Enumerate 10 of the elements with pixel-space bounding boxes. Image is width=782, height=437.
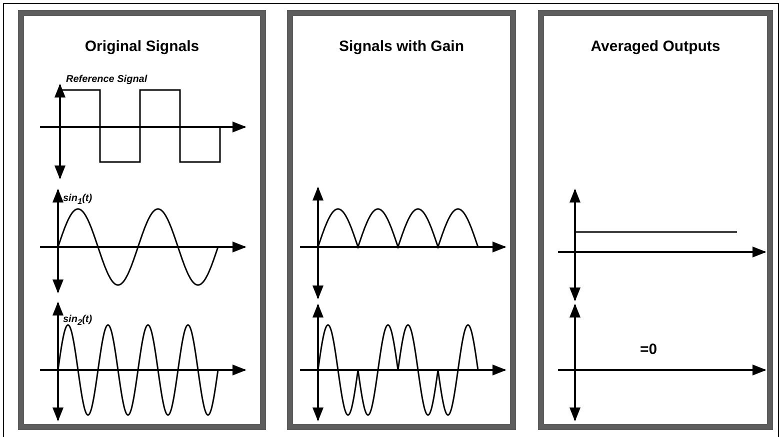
- panel-frame: [287, 10, 516, 430]
- panel-frame: [538, 10, 773, 430]
- panel-heading: Averaged Outputs: [590, 38, 722, 55]
- panel-frame: [18, 10, 266, 430]
- plot-label: sin$_{2}$(t): [63, 314, 92, 327]
- plot-label: sin$_{1}$(t): [63, 193, 92, 206]
- panel-heading: Signals with Gain: [338, 38, 466, 55]
- plot-label: Reference Signal: [66, 74, 148, 85]
- panel-heading: Original Signals: [84, 38, 200, 55]
- value-label: =0: [640, 341, 658, 358]
